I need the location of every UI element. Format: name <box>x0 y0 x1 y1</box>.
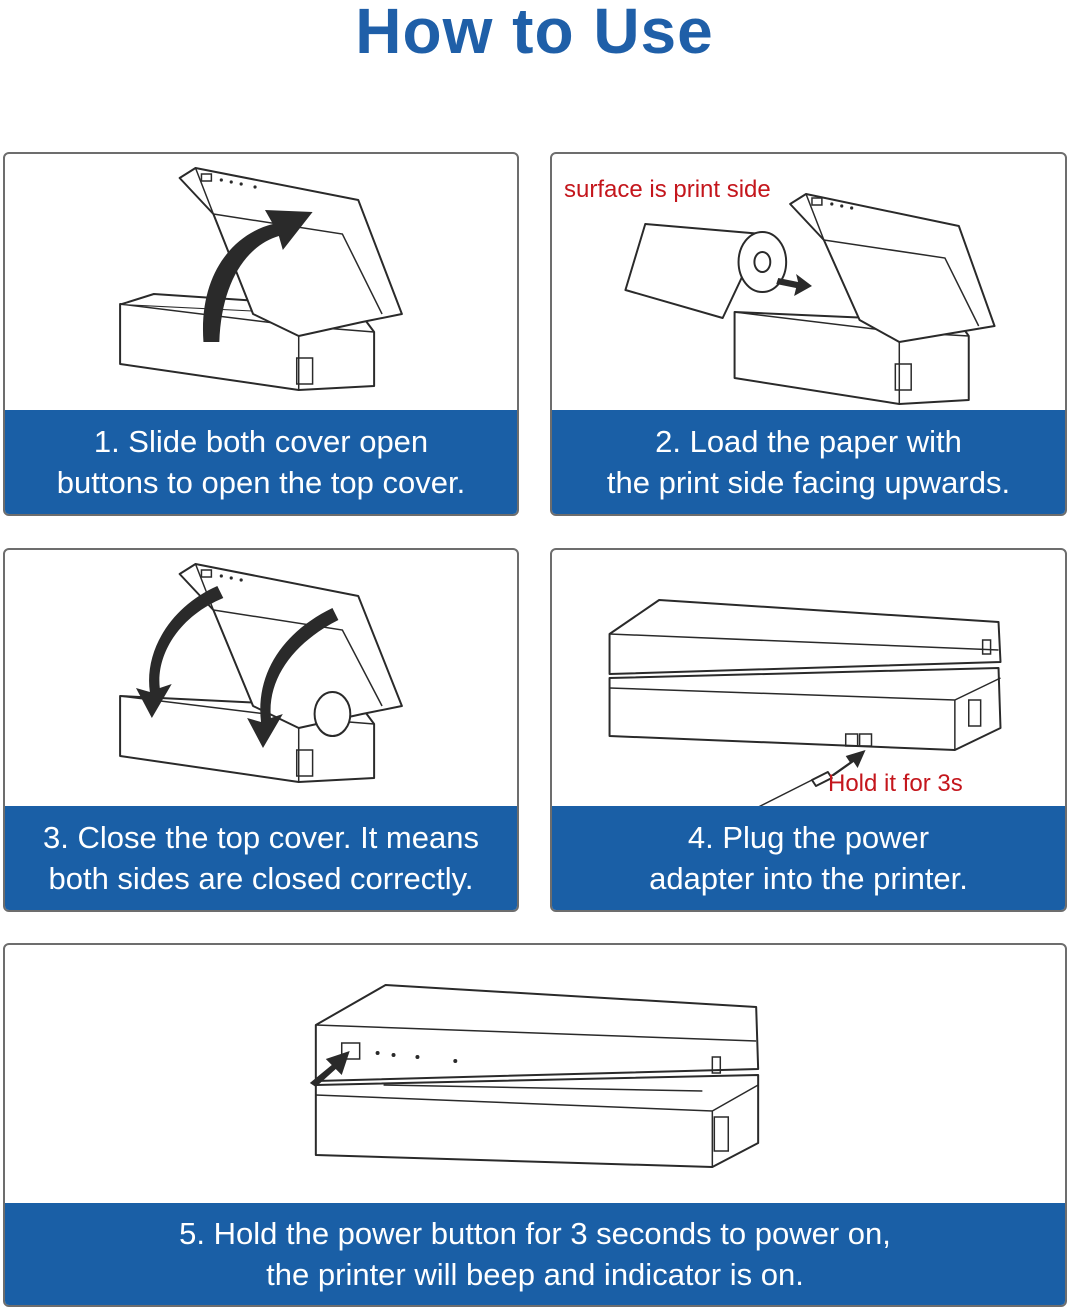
step-5-line-1: 5. Hold the power button for 3 seconds t… <box>179 1216 891 1251</box>
step-3-card: 3. Close the top cover. It means both si… <box>3 548 519 912</box>
step-1-caption: 1. Slide both cover open buttons to open… <box>5 410 517 514</box>
step-5-card: 5. Hold the power button for 3 seconds t… <box>3 943 1067 1307</box>
step-5-caption: 5. Hold the power button for 3 seconds t… <box>5 1203 1065 1305</box>
printer-plug-adapter-illustration <box>552 550 1065 808</box>
printer-load-paper-illustration <box>552 154 1065 412</box>
step-4-line-2: adapter into the printer. <box>649 861 968 896</box>
step-2-card: surface is print side 2. Load the paper … <box>550 152 1067 516</box>
step-3-line-1: 3. Close the top cover. It means <box>43 820 479 855</box>
step-3-caption: 3. Close the top cover. It means both si… <box>5 806 517 910</box>
step-2-caption: 2. Load the paper with the print side fa… <box>552 410 1065 514</box>
page-title: How to Use <box>355 0 714 67</box>
step-4-caption: 4. Plug the power adapter into the print… <box>552 806 1065 910</box>
step-2-line-1: 2. Load the paper with <box>655 424 962 459</box>
step-3-line-2: both sides are closed correctly. <box>48 861 474 896</box>
step-2-annotation: surface is print side <box>564 176 771 203</box>
printer-open-cover-illustration <box>5 154 517 412</box>
step-4-card: Hold it for 3s 4. Plug the power adapter… <box>550 548 1067 912</box>
step-4-line-1: 4. Plug the power <box>687 820 930 855</box>
step-1-line-2: buttons to open the top cover. <box>56 465 466 500</box>
step-1-line-1: 1. Slide both cover open <box>93 424 429 459</box>
step-4-annotation: Hold it for 3s <box>828 770 963 797</box>
printer-close-cover-illustration <box>5 550 517 808</box>
step-2-line-2: the print side facing upwards. <box>606 465 1011 500</box>
printer-power-button-illustration <box>5 945 1065 1205</box>
step-1-card: 1. Slide both cover open buttons to open… <box>3 152 519 516</box>
step-5-line-2: the printer will beep and indicator is o… <box>266 1257 804 1292</box>
